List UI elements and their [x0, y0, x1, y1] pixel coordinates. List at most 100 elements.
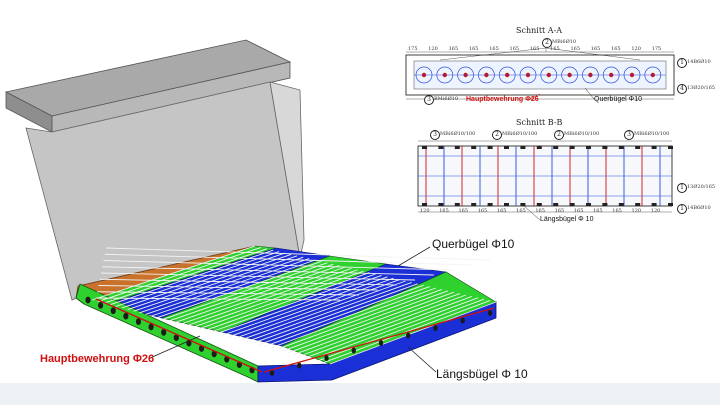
- mesh-rung: [252, 283, 418, 344]
- mesh-rung: [139, 256, 304, 314]
- aa-dimension-value: 165: [550, 46, 560, 52]
- bb-dimension-value: 165: [439, 208, 449, 214]
- mesh-rung: [169, 263, 334, 322]
- mesh-rung: [210, 273, 376, 333]
- mesh-rung: [151, 259, 316, 317]
- bb-dimension-value: 165: [535, 208, 545, 214]
- mesh-rung: [109, 249, 274, 306]
- bb-callout-right-4: 1: [677, 204, 687, 214]
- front-hole-blue: [269, 370, 275, 376]
- mesh-rung: [133, 255, 298, 312]
- 3d-model: [4, 39, 497, 383]
- aa-dimension-value: 175: [651, 46, 662, 52]
- bb-top-block: [536, 146, 542, 149]
- bb-leader-laengs: [523, 205, 541, 221]
- bb-laengsbuegel-label: Längsbügel Φ 10: [540, 216, 594, 223]
- aa-leader-haupt: [527, 93, 541, 101]
- aa-callout-4-text: 13Ø20/165: [687, 85, 716, 91]
- bb-bottom-block: [471, 203, 477, 206]
- mesh-rung: [288, 291, 454, 354]
- aa-querbuegel-label: Querbügel Φ10: [594, 96, 643, 103]
- front-hole: [198, 345, 205, 352]
- mesh-rung: [246, 281, 412, 343]
- bb-top-block: [618, 146, 624, 149]
- section-bb-bars: [418, 146, 673, 206]
- red-main-bar-2: [263, 307, 495, 373]
- aa-dimension-value: 120: [428, 46, 438, 52]
- mesh-rung: [240, 280, 406, 341]
- bb-callout-circle: 3: [430, 130, 440, 140]
- mesh-rung: [282, 290, 448, 352]
- bb-dimension-value: 165: [496, 208, 507, 214]
- front-hole: [148, 323, 154, 331]
- leader-hauptbewehrung: [149, 335, 201, 359]
- mesh-rung: [181, 266, 346, 325]
- mesh-rung: [175, 265, 340, 323]
- rebar-mesh: [91, 245, 497, 365]
- mesh-rung: [97, 246, 262, 303]
- front-holes: [85, 296, 493, 376]
- bb-bottom-block: [635, 203, 641, 206]
- mesh-rung: [198, 270, 364, 330]
- bb-dimension-value: 165: [593, 208, 603, 214]
- mesh-rung: [193, 269, 358, 328]
- mesh-rung: [270, 287, 436, 349]
- aa-dimension-value: 175: [408, 46, 418, 52]
- bb-bottom-block: [536, 203, 542, 206]
- wall-side: [269, 81, 305, 259]
- mesh-long-line: [103, 260, 453, 271]
- front-hole-blue: [406, 332, 411, 339]
- aa-dimension-value: 165: [590, 46, 601, 52]
- bb-top-block: [438, 146, 444, 149]
- aa-dimension-value: 165: [570, 46, 580, 52]
- mesh-rung: [216, 274, 382, 335]
- bb-callout-text: MBi6Ø10/100: [502, 131, 538, 137]
- bb-top-block: [487, 146, 493, 149]
- bb-dimension-value: 165: [477, 208, 488, 214]
- bb-top-block: [586, 146, 591, 149]
- front-hole-blue: [378, 340, 384, 346]
- bb-bottom-block: [586, 203, 591, 206]
- front-hole: [173, 334, 179, 342]
- bb-bottom-block: [668, 203, 673, 206]
- aa-leader-top-l: [439, 47, 547, 61]
- bb-dimension-value: 165: [516, 208, 526, 214]
- aa-callout-4: 4: [677, 84, 687, 94]
- mesh-rung: [317, 298, 485, 362]
- front-hole: [85, 296, 91, 304]
- bb-top-block: [668, 146, 673, 149]
- aa-dimension-value: 165: [529, 46, 540, 52]
- mesh-rung: [222, 276, 388, 336]
- bb-bottom-block: [520, 203, 526, 206]
- leader-laengsbuegel: [407, 346, 437, 373]
- bb-top-block: [602, 146, 608, 149]
- bb-bottom-block: [504, 203, 509, 206]
- aa-hauptbewehrung-label: Hauptbewehrung Φ26: [466, 96, 539, 103]
- front-hole: [110, 307, 116, 315]
- bb-dimension-value: 120: [420, 208, 430, 214]
- bb-callout-right-1: 1: [677, 183, 687, 193]
- aa-dimension-value: 120: [631, 46, 641, 52]
- front-hole: [135, 318, 142, 325]
- bb-dimension-value: 165: [612, 208, 622, 214]
- mesh-long-line: [102, 266, 434, 276]
- mesh-rung: [187, 267, 352, 327]
- aa-callout-1-text: 14B6Ø10: [687, 59, 711, 65]
- bb-callout-right-4-text: 14B6Ø10: [687, 205, 711, 211]
- bb-callout-right-1-text: 13Ø20/165: [687, 184, 716, 190]
- mesh-rung: [121, 252, 286, 309]
- section-aa-title: Schnitt A-A: [516, 26, 563, 35]
- section-bb-title: Schnitt B-B: [516, 118, 563, 127]
- bb-top-block: [569, 146, 575, 149]
- leader-querbuegel: [397, 246, 431, 267]
- aa-callout-2: 2: [542, 38, 552, 48]
- mesh-rung: [323, 300, 491, 363]
- section-bb-drawing: [417, 140, 673, 221]
- mesh-long-line: [105, 247, 491, 261]
- front-hole: [98, 301, 104, 309]
- bb-bottom-block: [454, 203, 460, 206]
- front-hole: [161, 328, 167, 336]
- mesh-rung: [91, 245, 256, 301]
- mesh-rung: [311, 297, 479, 360]
